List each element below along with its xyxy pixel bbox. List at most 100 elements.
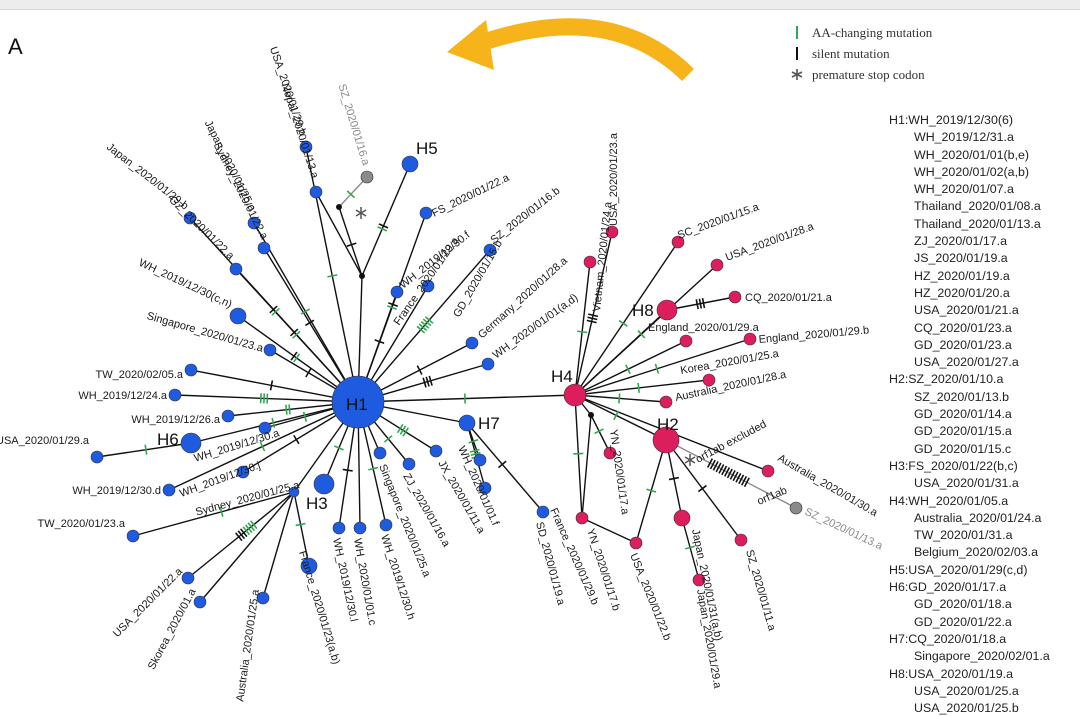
legend-item: premature stop codon [790, 64, 932, 85]
sample-label: YN_2020/01/17.a [607, 429, 631, 516]
sample-node [576, 512, 588, 524]
network-edge [575, 395, 582, 518]
haplotype-member: GD_2020/01/18.a [889, 596, 1050, 613]
haplotype-member: GD_2020/01/14.a [889, 406, 1050, 423]
sample-label: USA_2020/01/28.a [724, 220, 816, 263]
haplotype-member: Belgium_2020/02/03.a [889, 544, 1050, 561]
haplotype-member: USA_2020/01/21.a [889, 302, 1050, 319]
haplotype-node-h7 [459, 415, 475, 431]
aa-mutation-tick [145, 445, 146, 455]
sample-node [374, 447, 386, 459]
sample-label: Vietnam_2020/01/24.a [591, 200, 615, 312]
haplotype-member: WH_2019/12/31.a [889, 129, 1050, 146]
haplotype-heading: H4:WH_2020/01/05.a [889, 493, 1050, 510]
sample-node [310, 186, 322, 198]
haplotype-node-h3 [314, 474, 334, 494]
sample-node [359, 273, 365, 279]
sample-label: CQ_2020/01/21.a [745, 292, 833, 304]
sample-label: TW_2020/02/05.a [96, 369, 184, 381]
aa-mutation-tick [619, 393, 620, 403]
sample-node [380, 519, 392, 531]
network-edge [306, 147, 358, 402]
silent-mutation-tick [588, 314, 598, 316]
black-tick-icon [790, 46, 804, 61]
haplotype-node-h8 [657, 300, 677, 320]
haplotype-heading: H8:USA_2020/01/19.a [889, 666, 1050, 683]
sample-label: orf1ab excluded [694, 418, 769, 465]
haplotype-heading: H5:USA_2020/01/29(c,d) [889, 562, 1050, 579]
sample-node [222, 410, 234, 422]
sample-label: Nepal_2020/01/13.a [279, 82, 321, 181]
hub-label-h6: H6 [157, 430, 179, 449]
sample-node [230, 308, 246, 324]
sample-label: France_2020/01/23(a,b) [296, 549, 342, 665]
sample-node [91, 451, 103, 463]
silent-mutation-tick [343, 469, 353, 470]
aa-mutation-tick [573, 453, 583, 454]
haplotype-member: CQ_2020/01/23.a [889, 320, 1050, 337]
sample-label: Australia_2020/01/25.a [234, 588, 262, 703]
network-edge [264, 248, 358, 402]
sample-label: WH_2020/01/01(a,d) [491, 292, 581, 362]
sample-label: SZ_2020/01/16.b [488, 185, 562, 246]
sample-node [361, 171, 373, 183]
silent-mutation-tick [417, 366, 422, 375]
sample-node [194, 596, 206, 608]
haplotype-member: HZ_2020/01/19.a [889, 268, 1050, 285]
haplotype-member: Thailand_2020/01/08.a [889, 198, 1050, 215]
sample-node [169, 389, 181, 401]
silent-mutation-tick [271, 381, 273, 391]
haplotype-member: WH_2020/01/02(a,b) [889, 164, 1050, 181]
asterisk-icon [356, 207, 366, 219]
network-edge [575, 341, 686, 395]
sample-node [711, 259, 723, 271]
hub-label-h1: H1 [346, 395, 368, 414]
sample-label: FS_2020/01/22.a [430, 172, 512, 220]
silent-mutation-tick [588, 317, 598, 319]
sample-node [127, 530, 139, 542]
sample-node [333, 522, 345, 534]
haplotype-member: TW_2020/01/31.a [889, 527, 1050, 544]
legend-label: AA-changing mutation [812, 25, 932, 40]
sample-node [588, 412, 594, 418]
sample-node [430, 445, 442, 457]
sample-node [674, 510, 690, 526]
network-edge [263, 492, 294, 598]
aa-mutation-tick [289, 404, 290, 414]
haplotype-member: ZJ_2020/01/17.a [889, 233, 1050, 250]
sample-node [230, 263, 242, 275]
haplotype-member: Thailand_2020/01/13.a [889, 216, 1050, 233]
haplotype-node-h5 [402, 156, 418, 172]
green-tick-icon [790, 25, 804, 40]
hub-label-h7: H7 [478, 414, 500, 433]
aa-mutation-tick [286, 405, 287, 415]
silent-mutation-tick [669, 478, 679, 480]
sample-node [660, 396, 672, 408]
sample-node [735, 534, 747, 546]
sample-label: SC_2020/01/15.a [676, 201, 761, 242]
sample-label: WH_2019/12/30(c,n) [137, 257, 234, 311]
network-edge [591, 415, 610, 453]
haplotype-member: JS_2020/01/19.a [889, 250, 1050, 267]
legend: AA-changing mutation silent mutation pre… [790, 22, 932, 85]
hub-label-h8: H8 [632, 301, 654, 320]
haplotype-member: GD_2020/01/22.a [889, 614, 1050, 631]
sample-label: SZ_2020/01/11.a [743, 549, 778, 634]
legend-label: premature stop codon [812, 67, 925, 82]
sample-node [584, 256, 596, 268]
sample-label: USA_2020/01/29.a [0, 435, 90, 447]
sample-label: WH_2019/12/30.d [72, 485, 161, 497]
silent-mutation-tick [294, 435, 299, 444]
haplotype-member: SZ_2020/01/13.b [889, 389, 1050, 406]
sample-label: USA_2020/01/22.b [627, 552, 673, 643]
curved-arrow-icon [447, 20, 688, 75]
hub-label-h5: H5 [416, 139, 438, 158]
sample-node [744, 333, 756, 345]
aa-mutation-tick [638, 383, 639, 393]
sample-label: Singapore_2020/01/23.a [145, 310, 265, 355]
sample-node [466, 337, 478, 349]
sample-label: TW_2020/01/23.a [38, 518, 126, 530]
haplotype-member: USA_2020/01/31.a [889, 475, 1050, 492]
